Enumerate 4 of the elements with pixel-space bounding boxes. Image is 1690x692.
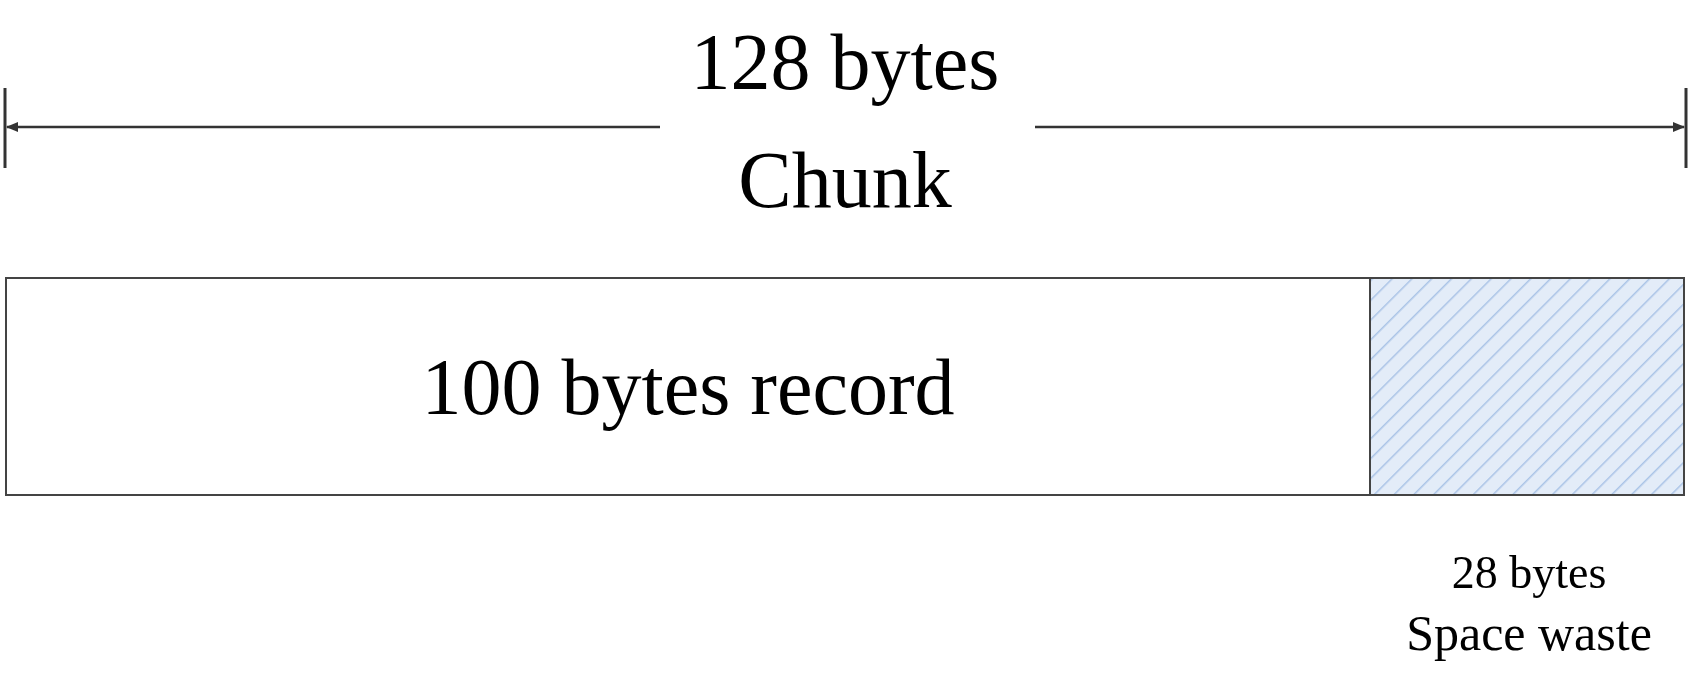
chunk-label: Chunk xyxy=(737,140,953,220)
record-segment xyxy=(5,277,1371,496)
size-caption: 28 bytes xyxy=(1451,546,1607,600)
size-caption: Space waste xyxy=(1406,604,1652,664)
